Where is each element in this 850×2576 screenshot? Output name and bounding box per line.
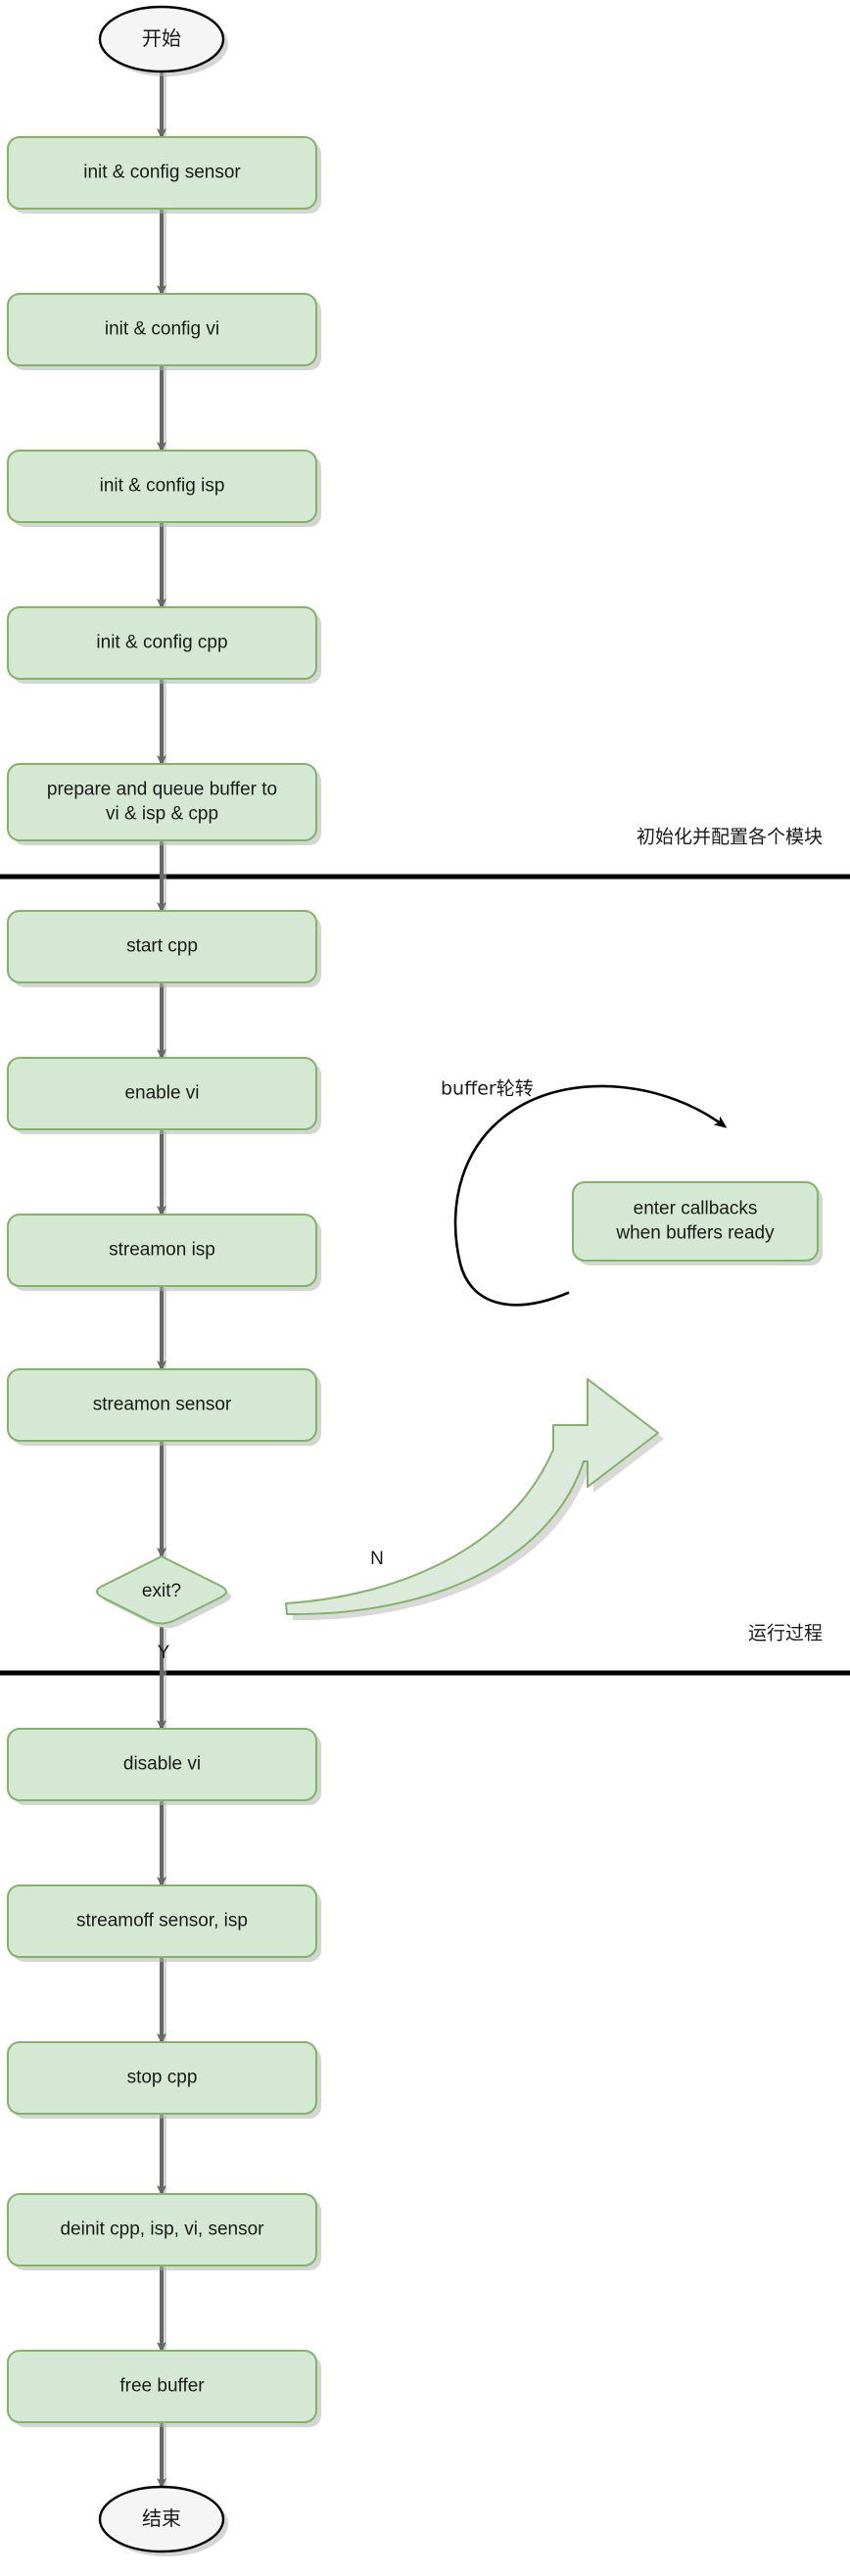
divider-init-label: 初始化并配置各个模块	[637, 827, 823, 848]
node-body[interactable]	[572, 1181, 819, 1262]
edge-start-cpp-to-enable-vi	[157, 982, 166, 1060]
edge-enable-vi-to-streamon-isp	[157, 1129, 166, 1216]
edge-prepare-buffer-to-start-cpp	[157, 840, 166, 913]
node-body[interactable]	[7, 1057, 317, 1130]
process-node-stop-cpp[interactable]: stop cpp	[7, 2041, 321, 2119]
node-label-disable-vi: disable vi	[123, 1754, 201, 1775]
node-body[interactable]	[7, 450, 317, 523]
node-body[interactable]	[7, 1728, 317, 1801]
flow-nodes: init & config sensor init & config vi init…	[7, 5, 823, 2556]
edge-start-to-init-sensor	[157, 72, 166, 139]
node-label-streamon-sensor: streamon sensor	[93, 1395, 232, 1415]
node-body[interactable]	[7, 606, 317, 680]
edge-label-exit-yes: Y	[158, 1643, 170, 1663]
edge-init-sensor-to-init-vi	[157, 209, 166, 296]
node-label-streamon-isp: streamon isp	[109, 1240, 215, 1261]
decision-body[interactable]	[96, 1554, 227, 1625]
edge-stop-cpp-to-deinit	[157, 2114, 166, 2196]
buffer-rotation-label: buffer轮转	[441, 1078, 534, 1100]
terminal-end[interactable]: 结束	[98, 2485, 228, 2556]
edge-label-exit-no: N	[370, 1549, 384, 1569]
node-label-init-config-vi: init & config vi	[105, 319, 219, 340]
flow-text-labels: NY	[158, 1549, 384, 1663]
node-label-init-config-sensor: init & config sensor	[83, 163, 241, 183]
node-body[interactable]	[7, 2350, 317, 2423]
loop-back-big-arrow	[285, 1378, 664, 1621]
edge-free-buffer-to-end	[157, 2422, 166, 2489]
flow-edges	[157, 72, 166, 2489]
node-label-enable-vi: enable vi	[124, 1083, 199, 1104]
node-label-init-config-isp: init & config isp	[100, 476, 225, 497]
buffer-rotation-arrow	[453, 1084, 728, 1307]
edge-exit-yes-to-disable-vi	[157, 1627, 166, 1731]
decision-exit-decision[interactable]: exit?	[96, 1554, 231, 1629]
buffer-loop-group: buffer轮转	[441, 1078, 728, 1307]
node-label-deinit-cpp-isp-vi-sensor: deinit cpp, isp, vi, sensor	[60, 2219, 264, 2240]
loop-back-arrow	[285, 1378, 664, 1621]
node-label-streamoff-sensor-isp: streamoff sensor, isp	[76, 1911, 248, 1932]
node-body[interactable]	[7, 136, 317, 210]
buffer-rotation-loop: buffer轮转	[441, 1078, 728, 1307]
divider-init: 初始化并配置各个模块	[0, 827, 850, 880]
node-body[interactable]	[7, 1884, 317, 1958]
node-label-start-cpp: start cpp	[126, 936, 198, 957]
process-node-init-config-isp[interactable]: init & config isp	[7, 450, 321, 527]
edge-streamoff-to-stop-cpp	[157, 1957, 166, 2044]
process-node-enable-vi[interactable]: enable vi	[7, 1057, 321, 1134]
loop-back-arrow-body	[285, 1378, 659, 1616]
terminal-start[interactable]: 开始	[98, 5, 228, 76]
terminal-label-end: 结束	[142, 2506, 181, 2530]
process-node-free-buffer[interactable]: free buffer	[7, 2350, 321, 2427]
node-body[interactable]	[7, 1368, 317, 1442]
divider-runtime-label: 运行过程	[748, 1623, 823, 1645]
node-label-free-buffer: free buffer	[119, 2376, 205, 2397]
edge-init-isp-to-init-cpp	[157, 522, 166, 609]
node-label-init-config-cpp: init & config cpp	[96, 633, 227, 653]
edge-deinit-to-free-buffer	[157, 2266, 166, 2353]
node-body[interactable]	[7, 2193, 317, 2266]
edge-init-vi-to-init-isp	[157, 365, 166, 453]
edge-init-cpp-to-prepare-buffer	[157, 679, 166, 766]
node-body[interactable]	[7, 910, 317, 983]
process-node-deinit-cpp-isp-vi-sensor[interactable]: deinit cpp, isp, vi, sensor	[7, 2193, 321, 2270]
process-node-init-config-vi[interactable]: init & config vi	[7, 293, 321, 370]
process-node-streamon-sensor[interactable]: streamon sensor	[7, 1368, 321, 1446]
node-body[interactable]	[7, 293, 317, 366]
process-node-start-cpp[interactable]: start cpp	[7, 910, 321, 987]
edge-disable-vi-to-streamoff	[157, 1800, 166, 1887]
terminal-body[interactable]	[98, 2485, 225, 2553]
process-node-disable-vi[interactable]: disable vi	[7, 1728, 321, 1805]
node-label-stop-cpp: stop cpp	[127, 2068, 198, 2088]
terminal-label-start: 开始	[142, 26, 181, 50]
process-node-init-config-cpp[interactable]: init & config cpp	[7, 606, 321, 684]
node-body[interactable]	[7, 1214, 317, 1287]
node-body[interactable]	[7, 763, 317, 841]
node-body[interactable]	[7, 2041, 317, 2115]
process-node-streamon-isp[interactable]: streamon isp	[7, 1214, 321, 1291]
process-node-init-config-sensor[interactable]: init & config sensor	[7, 136, 321, 214]
edge-streamon-sensor-to-exit	[157, 1441, 166, 1558]
decision-label-exit-decision: exit?	[142, 1581, 181, 1601]
process-node-streamoff-sensor-isp[interactable]: streamoff sensor, isp	[7, 1884, 321, 1962]
divider-runtime: 运行过程	[0, 1623, 850, 1676]
terminal-body[interactable]	[98, 5, 225, 73]
edge-streamon-isp-to-streamon-sensor	[157, 1286, 166, 1371]
